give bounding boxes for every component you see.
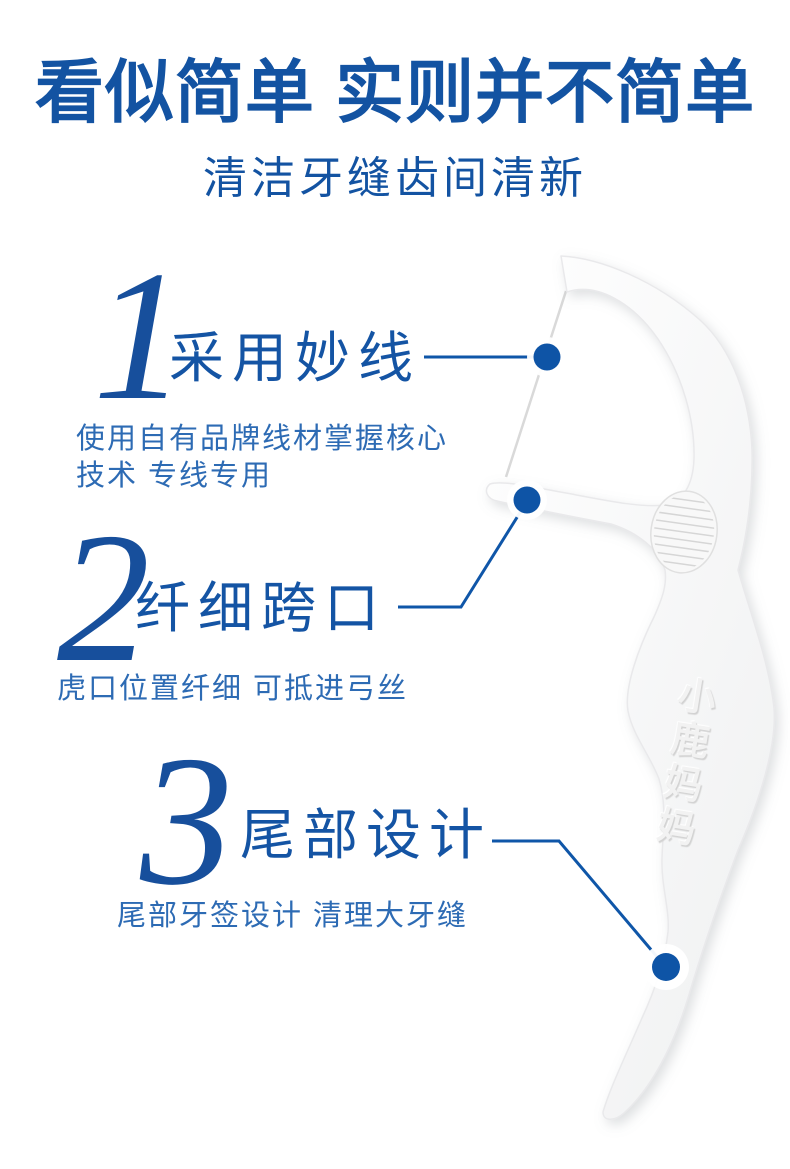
callout-dot-3	[652, 953, 680, 981]
feature-2-label: 纤细跨口	[135, 577, 388, 639]
feature-3-description: 尾部牙签设计 清理大牙缝	[117, 898, 468, 935]
floss-line	[504, 290, 568, 478]
feature-1-description: 使用自有品牌线材掌握核心 技术 专线专用	[76, 421, 448, 495]
feature-1-number: 1	[93, 233, 186, 439]
feature-3-description-line: 尾部牙签设计 清理大牙缝	[117, 900, 469, 932]
feature-2-description: 虎口位置纤细 可抵进弓丝	[57, 671, 408, 708]
page-title: 看似简单 实则并不简单	[34, 54, 756, 131]
callout-dot-2	[513, 486, 541, 514]
callout-line-3	[492, 839, 666, 966]
feature-1-description-line: 技术 专线专用	[76, 460, 273, 492]
feature-2-number: 2	[57, 495, 150, 701]
feature-3-label: 尾部设计	[240, 804, 493, 866]
feature-1-description-line: 使用自有品牌线材掌握核心	[76, 423, 449, 455]
page-subtitle: 清洁牙缝齿间清新	[203, 154, 587, 203]
callout-dot-1	[533, 343, 561, 371]
feature-3-number: 3	[140, 718, 233, 924]
callout-line-2	[398, 502, 528, 609]
feature-2-description-line: 虎口位置纤细 可抵进弓丝	[57, 673, 409, 705]
thumb-grip-oval	[649, 490, 719, 574]
feature-1-label: 采用妙线	[169, 327, 422, 389]
floss-pick-body	[485, 255, 776, 1120]
